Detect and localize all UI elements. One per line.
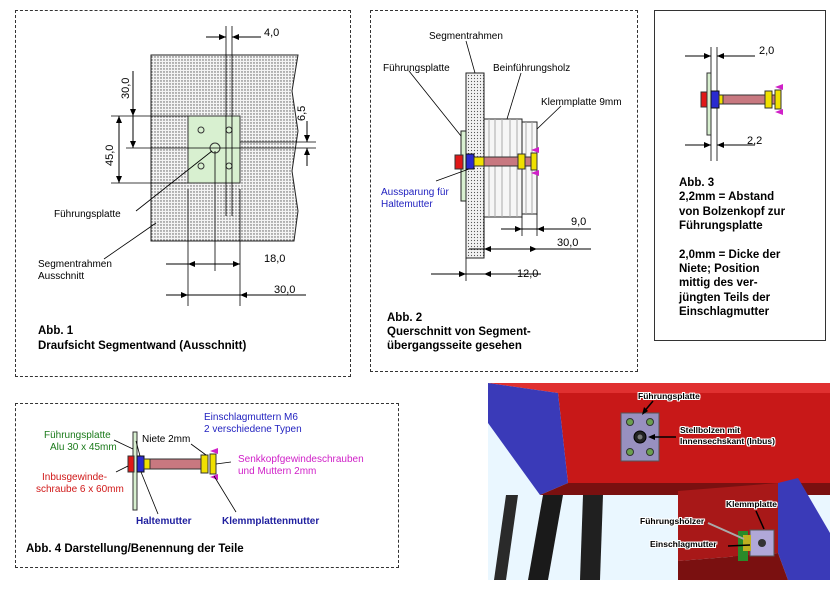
render-label-klemmplatte: Klemmplatte <box>726 499 778 509</box>
render-3d-panel: Führungsplatte Stellbolzen mit Innensech… <box>488 383 830 580</box>
figure-1-caption-title: Abb. 1 <box>38 325 74 337</box>
label-klemmplattenmutter: Klemmplattenmutter <box>222 516 320 527</box>
label-inbus-size: schraube 6 x 60mm <box>36 484 124 495</box>
label-haltemutter: Haltemutter <box>381 199 433 210</box>
dim-9-0: 9,0 <box>571 216 587 228</box>
figure-3-note-line: von Bolzenkopf zur <box>679 205 786 218</box>
dim-30-0-vertical: 30,0 <box>120 77 132 99</box>
figure-4-panel: Führungsplatte Alu 30 x 45mm Niete 2mm E… <box>15 403 399 568</box>
render-label-fuehrungsplatte: Führungsplatte <box>638 391 700 401</box>
dim-12-0: 12,0 <box>517 268 539 280</box>
leg-guide-wood <box>483 118 523 218</box>
figure-3-drawing <box>685 47 783 161</box>
dim-30-0: 30,0 <box>557 237 579 249</box>
dim-2-2: 2,2 <box>747 135 763 147</box>
figure-3-note-line: 2,2mm = Abstand <box>679 191 775 204</box>
label-fuehrungsplatte: Führungsplatte <box>383 63 450 74</box>
render-3d-drawing <box>488 383 830 580</box>
figure-2-caption-line2: übergangsseite gesehen <box>387 340 522 352</box>
label-beinfuehrungsholz: Beinführungsholz <box>493 63 571 74</box>
figure-3-note-line: mittig des ver- <box>679 277 758 290</box>
figure-3-note-line: Führungsplatte <box>679 220 763 233</box>
label-senkkopfschrauben: Senkkopfgewindeschrauben <box>238 454 364 465</box>
render-label-einschlagmutter: Einschlagmutter <box>650 539 717 549</box>
figure-3-note-line: jüngten Teils der <box>679 291 771 304</box>
render-label-stellbolzen: Stellbolzen mit <box>680 425 740 435</box>
figure-3-notes: Abb. 3 2,2mm = Abstand von Bolzenkopf zu… <box>679 176 785 319</box>
label-niete: Niete 2mm <box>142 434 191 445</box>
guide-plate <box>187 115 241 184</box>
figure-3-note-line: Einschlagmutter <box>679 306 770 318</box>
figure-3-note-line: Abb. 3 <box>679 177 715 189</box>
dim-30-0-horizontal: 30,0 <box>274 284 296 296</box>
label-fuehrungsplatte: Führungsplatte <box>44 430 111 441</box>
figure-2-caption-line1: Querschnitt von Segment- <box>387 326 531 338</box>
label-aussparung: Aussparung für <box>381 187 449 198</box>
figure-1-drawing <box>103 26 316 306</box>
label-fuehrungsplatte: Führungsplatte <box>54 209 121 220</box>
label-inbusschraube: Inbusgewinde- <box>42 472 108 483</box>
figure-3-note-line <box>679 234 785 248</box>
figure-3-note-line: 2,0mm = Dicke der <box>679 248 781 261</box>
figure-2-drawing <box>408 40 591 281</box>
figure-2-caption-title: Abb. 2 <box>387 312 423 324</box>
label-segmentrahmen: Segmentrahmen <box>429 31 503 42</box>
label-muttern: und Muttern 2mm <box>238 466 317 477</box>
figure-3-note-line: Niete; Position <box>679 262 760 275</box>
render-label-innensechskant: Innensechskant (Inbus) <box>680 436 775 446</box>
figure-4-caption: Abb. 4 Darstellung/Benennung der Teile <box>26 543 244 555</box>
dim-18-0: 18,0 <box>264 253 286 265</box>
dim-6-5: 6,5 <box>296 105 308 121</box>
label-haltemutter: Haltemutter <box>136 516 192 527</box>
render-label-fuehrungshoelzer: Führungshölzer <box>640 516 705 526</box>
figure-3-panel: 2,0 2,2 Abb. 3 2,2mm = Abstand von Bolze… <box>654 10 826 341</box>
dim-45-0: 45,0 <box>104 144 116 166</box>
label-ausschnitt: Ausschnitt <box>38 271 85 282</box>
figure-1-panel: 4,0 30,0 45,0 6,5 18,0 30,0 Führungsplat… <box>15 10 351 377</box>
figure-1-caption: Draufsicht Segmentwand (Ausschnitt) <box>38 340 247 352</box>
figure-2-panel: Segmentrahmen Führungsplatte Beinführung… <box>370 10 638 372</box>
label-alu-size: Alu 30 x 45mm <box>50 442 117 453</box>
dim-2-0: 2,0 <box>759 45 775 57</box>
dim-4-0: 4,0 <box>264 27 280 39</box>
figure-4-drawing <box>113 431 237 515</box>
label-klemmplatte: Klemmplatte 9mm <box>541 97 622 108</box>
label-einschlagmuttern: Einschlagmuttern M6 <box>204 412 298 423</box>
label-segmentrahmen: Segmentrahmen <box>38 259 112 270</box>
label-typen: 2 verschiedene Typen <box>204 424 302 435</box>
